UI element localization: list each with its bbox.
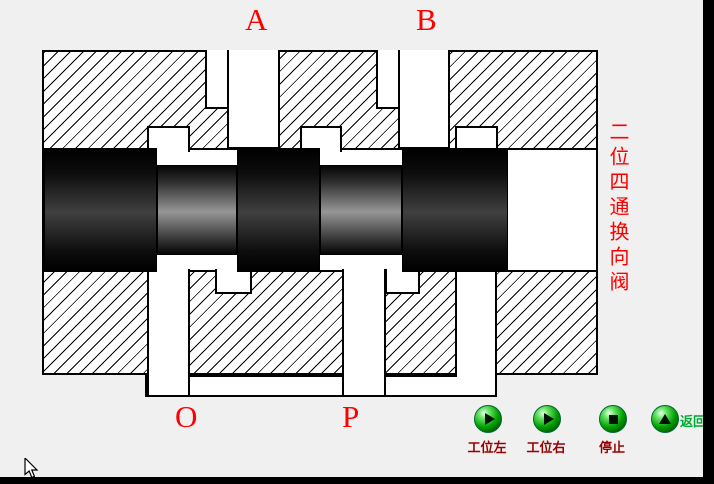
port-a-channel — [227, 50, 280, 149]
eject-icon — [659, 414, 671, 424]
work-left-caption: 工位左 — [467, 440, 507, 455]
stop-caption: 停止 — [598, 440, 625, 455]
stop-icon — [608, 414, 618, 424]
port-o-label: O — [175, 399, 198, 434]
spool-land-2 — [237, 148, 320, 272]
valve-body — [42, 50, 598, 397]
return-button[interactable] — [651, 405, 679, 433]
spool-neck-2 — [320, 165, 402, 255]
bore-groove-bottom-2 — [385, 269, 420, 294]
port-b-label: B — [416, 2, 437, 37]
port-b-channel — [398, 50, 450, 149]
return-caption[interactable]: 返回 — [680, 414, 707, 429]
work-right-caption: 工位右 — [526, 440, 566, 455]
window-edge-right — [703, 0, 714, 484]
stop-button[interactable] — [599, 405, 627, 433]
drain-gallery — [145, 375, 497, 397]
bore-groove-bottom-1 — [215, 269, 252, 294]
port-o-channel — [147, 269, 190, 395]
work-left-button[interactable] — [474, 405, 502, 433]
spool-land-1 — [44, 148, 157, 272]
work-right-button[interactable] — [533, 405, 561, 433]
play-icon — [543, 413, 554, 425]
spool-neck-1 — [157, 165, 237, 255]
window-edge-bottom — [0, 477, 714, 484]
port-a-label: A — [245, 2, 268, 37]
mouse-cursor-icon — [24, 458, 39, 479]
bore-groove-top-2 — [300, 126, 342, 152]
port-a-step — [205, 50, 229, 109]
bore-groove-top-3 — [455, 126, 498, 152]
port-p-channel — [342, 269, 386, 395]
valve-title-vertical: 二位四通换向阀 — [606, 121, 628, 296]
bore-groove-top-1 — [147, 126, 190, 152]
spool-land-3 — [402, 148, 508, 272]
right-drain-channel — [455, 269, 497, 377]
play-icon — [484, 413, 495, 425]
port-b-step — [376, 50, 400, 109]
port-p-label: P — [342, 399, 360, 434]
